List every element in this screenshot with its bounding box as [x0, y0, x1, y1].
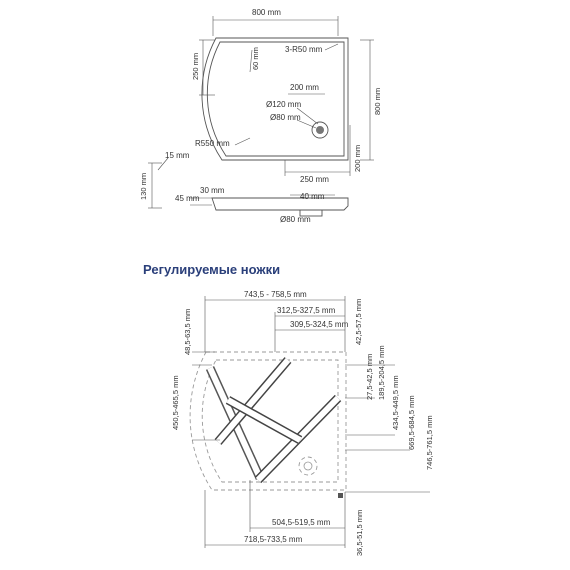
legs-title: Регулируемые ножки: [143, 262, 280, 277]
dim-v3: 189,5-204,5 mm: [377, 345, 386, 400]
tray-outline: [201, 37, 349, 161]
dim-right-800: 800 mm: [373, 88, 382, 115]
dim-left-a: 48,5-63,5 mm: [183, 309, 192, 355]
dim-15: 15 mm: [165, 151, 190, 160]
dim-v1: 42,5-57,5 mm: [354, 299, 363, 345]
dim-d80-side: Ø80 mm: [280, 215, 311, 224]
dim-r550: R550 mm: [195, 139, 230, 148]
drain-profile: [299, 209, 323, 217]
dim-v4: 434,5-449,5 mm: [391, 375, 400, 430]
tray-dashed-outline: [189, 351, 347, 491]
drain-outer: [311, 121, 329, 139]
dim-200-top: 200 mm: [290, 83, 319, 92]
dim-top-range: 743,5 - 758,5 mm: [244, 290, 307, 299]
dim-left-b: 450,5-465,5 mm: [171, 375, 180, 430]
tray-top-view: 800 mm 250 mm 60 mm 3-R50 mm 800 mm 200 …: [191, 8, 382, 184]
dim-r1: 312,5-327,5 mm: [277, 306, 336, 315]
tray-dashed-inner: [201, 359, 339, 483]
dim-v6: 746,5-761,5 mm: [425, 415, 434, 470]
dim-left-250: 250 mm: [191, 53, 200, 80]
dim-60: 60 mm: [251, 47, 260, 70]
dim-b2: 718,5-733,5 mm: [244, 535, 303, 544]
dim-d120: Ø120 mm: [266, 100, 301, 109]
dim-45: 45 mm: [175, 194, 200, 203]
tray-side-view: 15 mm 130 mm 30 mm 45 mm 40 mm Ø80 mm: [139, 151, 349, 224]
dim-b3: 36,5-51,5 mm: [355, 510, 364, 556]
dim-40: 40 mm: [300, 192, 325, 201]
support-frame: [205, 357, 342, 484]
dim-r2: 309,5-324,5 mm: [290, 320, 349, 329]
dim-3-r50: 3-R50 mm: [285, 45, 323, 54]
tray-inner-edge: [206, 41, 345, 157]
legs-drain: [298, 456, 318, 476]
dim-b1: 504,5-519,5 mm: [272, 518, 331, 527]
dim-d80-top: Ø80 mm: [270, 113, 301, 122]
dim-130: 130 mm: [139, 173, 148, 200]
dim-bottom-250: 250 mm: [300, 175, 329, 184]
dim-v5: 669,5-684,5 mm: [407, 395, 416, 450]
legs-view: 743,5 - 758,5 mm 312,5-327,5 mm 309,5-32…: [171, 290, 434, 556]
dim-v2: 27,5-42,5 mm: [365, 354, 374, 400]
tray-profile: [211, 197, 349, 211]
dim-right-200: 200 mm: [353, 145, 362, 172]
dim-30: 30 mm: [200, 186, 225, 195]
drain-inner: [316, 126, 324, 134]
dim-width-top: 800 mm: [252, 8, 281, 17]
